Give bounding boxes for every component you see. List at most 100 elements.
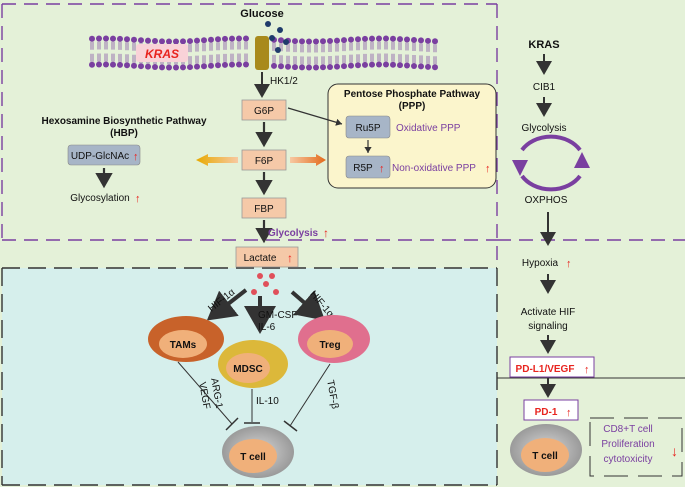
lipid-tail	[349, 54, 353, 63]
lipid-tail	[328, 55, 332, 64]
lipid-head	[383, 35, 389, 42]
lipid-tail	[328, 43, 332, 52]
lipid-tail	[391, 41, 395, 50]
rp-pdl1-up: ↑	[584, 364, 590, 376]
lipid-tail	[237, 53, 241, 62]
rp-hypoxia-up: ↑	[566, 258, 572, 270]
lipid-tail	[377, 53, 381, 62]
lipid-head	[117, 35, 123, 42]
arrow-g6p-ru5p	[287, 107, 343, 126]
lipid-head	[299, 38, 305, 45]
r5p-up-arrow: ↑	[379, 163, 385, 175]
rp-oxphos: OXPHOS	[525, 195, 568, 206]
glycosylation-label: Glycosylation	[70, 193, 129, 204]
lipid-head	[103, 35, 109, 42]
lipid-head	[355, 36, 361, 43]
lipid-tail	[412, 42, 416, 51]
oxidative-ppp-label: Oxidative PPP	[396, 123, 461, 134]
lipid-tail	[90, 53, 94, 62]
lipid-head	[355, 62, 361, 69]
lipid-head	[313, 38, 319, 45]
lipid-head	[341, 37, 347, 44]
cd8-line2: Proliferation	[601, 439, 654, 450]
lipid-head	[320, 38, 326, 45]
lipid-tail	[132, 54, 136, 63]
cell-border	[1, 3, 498, 268]
lipid-tail	[412, 54, 416, 63]
glucose-label: Glucose	[240, 8, 283, 20]
lipid-head	[173, 64, 179, 71]
lipid-head	[110, 35, 116, 42]
g6p-node	[241, 99, 287, 121]
lipid-tail	[307, 56, 311, 65]
lipid-head	[124, 62, 130, 69]
lipid-head	[89, 61, 95, 68]
lipid-head	[390, 35, 396, 42]
lipid-head	[341, 63, 347, 70]
gmcsf-label: GM-CSF	[258, 310, 297, 321]
cycle-bottom	[520, 174, 582, 192]
lipid-head	[369, 61, 375, 68]
lipid-head	[152, 64, 158, 71]
f6p-label: F6P	[255, 156, 274, 167]
lipid-tail	[405, 54, 409, 63]
cd8-line1: CD8+T cell	[603, 424, 653, 435]
lipid-tail	[356, 42, 360, 51]
lipid-head	[348, 62, 354, 69]
lipid-head	[201, 37, 207, 44]
lipid-head	[222, 35, 228, 42]
lipid-head	[229, 35, 235, 42]
lipid-tail	[293, 56, 297, 65]
lipid-tail	[405, 42, 409, 51]
lipid-tail	[286, 43, 290, 52]
lipid-head	[166, 64, 172, 71]
lipid-tail	[188, 56, 192, 65]
lipid-tail	[244, 53, 248, 62]
pd1-box	[523, 399, 579, 421]
lipid-tail	[209, 42, 213, 51]
lipid-tail	[321, 56, 325, 65]
lipid-tail	[230, 53, 234, 62]
glycolysis-up-arrow: ↑	[323, 226, 329, 240]
ru5p-node	[345, 115, 391, 139]
lipid-tail	[216, 54, 220, 63]
lipid-tail	[118, 41, 122, 50]
lipid-tail	[384, 41, 388, 50]
lipid-tail	[363, 41, 367, 50]
lipid-tail	[223, 53, 227, 62]
lipid-tail	[377, 41, 381, 50]
lipid-head	[138, 37, 144, 44]
lipid-head	[404, 62, 410, 69]
vegf-label: VEGF	[196, 381, 212, 410]
hbp-title-line1: Hexosamine Biosynthetic Pathway	[41, 116, 206, 127]
arg1-label: ARG-1	[208, 377, 224, 409]
rp-pd1: PD-1	[535, 407, 558, 418]
cell-membrane	[89, 35, 438, 71]
lipid-head	[236, 61, 242, 68]
tcell-label: T cell	[240, 452, 266, 463]
lipid-tail	[342, 55, 346, 64]
lipid-tail	[90, 41, 94, 50]
rp-kras: KRAS	[528, 39, 559, 51]
lipid-head	[390, 61, 396, 68]
ppp-title-line2: (PPP)	[399, 101, 426, 112]
lipid-tail	[111, 41, 115, 50]
lipid-tail	[279, 55, 283, 64]
lipid-head	[208, 36, 214, 43]
lipid-head	[397, 62, 403, 69]
inhibit-bar-tams	[225, 417, 239, 431]
lipid-tail	[132, 42, 136, 51]
lipid-head	[96, 61, 102, 68]
rp-pdl1: PD-L1/VEGF	[516, 364, 575, 375]
treg-nucleus	[307, 330, 353, 358]
lipid-head	[152, 38, 158, 45]
lipid-tail	[209, 54, 213, 63]
rp-activate-line1: Activate HIF	[521, 307, 575, 318]
lipid-head	[159, 38, 165, 45]
lipid-head	[292, 38, 298, 45]
lipid-head	[215, 62, 221, 69]
ppp-title-line1: Pentose Phosphate Pathway	[344, 89, 481, 100]
lactate-up-arrow: ↑	[287, 251, 293, 265]
